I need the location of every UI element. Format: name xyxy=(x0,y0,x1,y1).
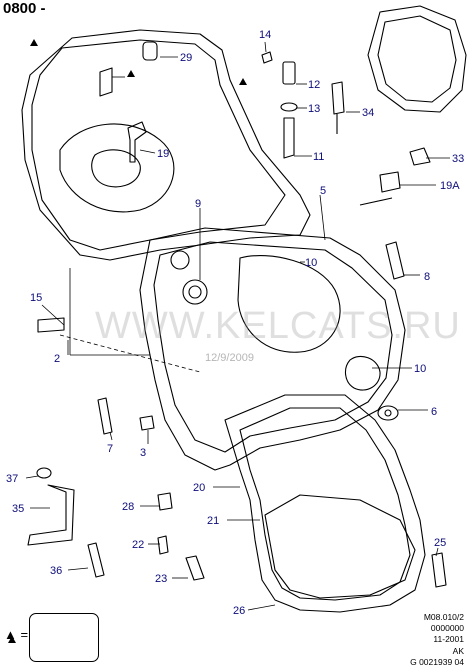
callout-35: 35 xyxy=(12,503,24,515)
watermark-date: 12/9/2009 xyxy=(205,352,254,364)
callout-22: 22 xyxy=(132,539,144,551)
transmission-case-outline xyxy=(139,227,406,471)
bell-housing-flange xyxy=(31,39,286,251)
reference-code: M08.010/2 xyxy=(423,612,464,622)
legend-symbol: ▲ = xyxy=(4,627,29,642)
callout-36: 36 xyxy=(50,565,62,577)
drawing-reference-codes: M08.010/2 0000000 11-2001 AK G 0021939 0… xyxy=(410,612,464,668)
callout-25: 25 xyxy=(434,537,446,549)
reference-code: 11-2001 xyxy=(433,634,464,645)
callout-34: 34 xyxy=(362,107,374,119)
reference-code: 0000000 xyxy=(430,623,464,634)
callout-21: 21 xyxy=(207,515,219,527)
callout-23: 23 xyxy=(155,573,167,585)
callout-28: 28 xyxy=(122,501,134,513)
bell-housing-outline xyxy=(21,29,311,261)
callout-37: 37 xyxy=(6,473,18,485)
callout-29: 29 xyxy=(180,52,192,64)
callout-9: 9 xyxy=(195,198,201,210)
reference-code: G 0021939 04 xyxy=(410,656,464,667)
inset-gearbox xyxy=(367,5,467,113)
callout-5: 5 xyxy=(320,185,326,197)
callout-15: 15 xyxy=(30,292,42,304)
callout-6: 6 xyxy=(431,406,437,418)
callout-11: 11 xyxy=(313,151,324,163)
watermark-text: WWW.KELCATS.RU xyxy=(95,305,461,347)
callout-labels: 2 3 5 6 7 8 9 10 10 11 12 13 14 15 19 19… xyxy=(6,29,464,617)
callout-12: 12 xyxy=(308,79,320,91)
callout-3: 3 xyxy=(140,447,146,459)
callout-13: 13 xyxy=(308,103,320,115)
callout-8: 8 xyxy=(424,271,430,283)
callout-10-upper: 10 xyxy=(305,257,317,269)
callout-26: 26 xyxy=(233,605,245,617)
legend-icon-box xyxy=(29,613,99,662)
callout-33: 33 xyxy=(452,153,464,165)
model-code-heading: 0800 - xyxy=(3,0,46,17)
callout-19: 19 xyxy=(157,148,169,160)
callout-7: 7 xyxy=(107,443,113,455)
reference-code: AK xyxy=(452,645,464,656)
callout-10-lower: 10 xyxy=(414,363,426,375)
callout-19a: 19A xyxy=(440,180,460,192)
callout-20: 20 xyxy=(193,482,205,494)
callout-14: 14 xyxy=(259,29,271,41)
callout-2: 2 xyxy=(54,353,60,365)
rear-housing-outline xyxy=(224,394,426,613)
